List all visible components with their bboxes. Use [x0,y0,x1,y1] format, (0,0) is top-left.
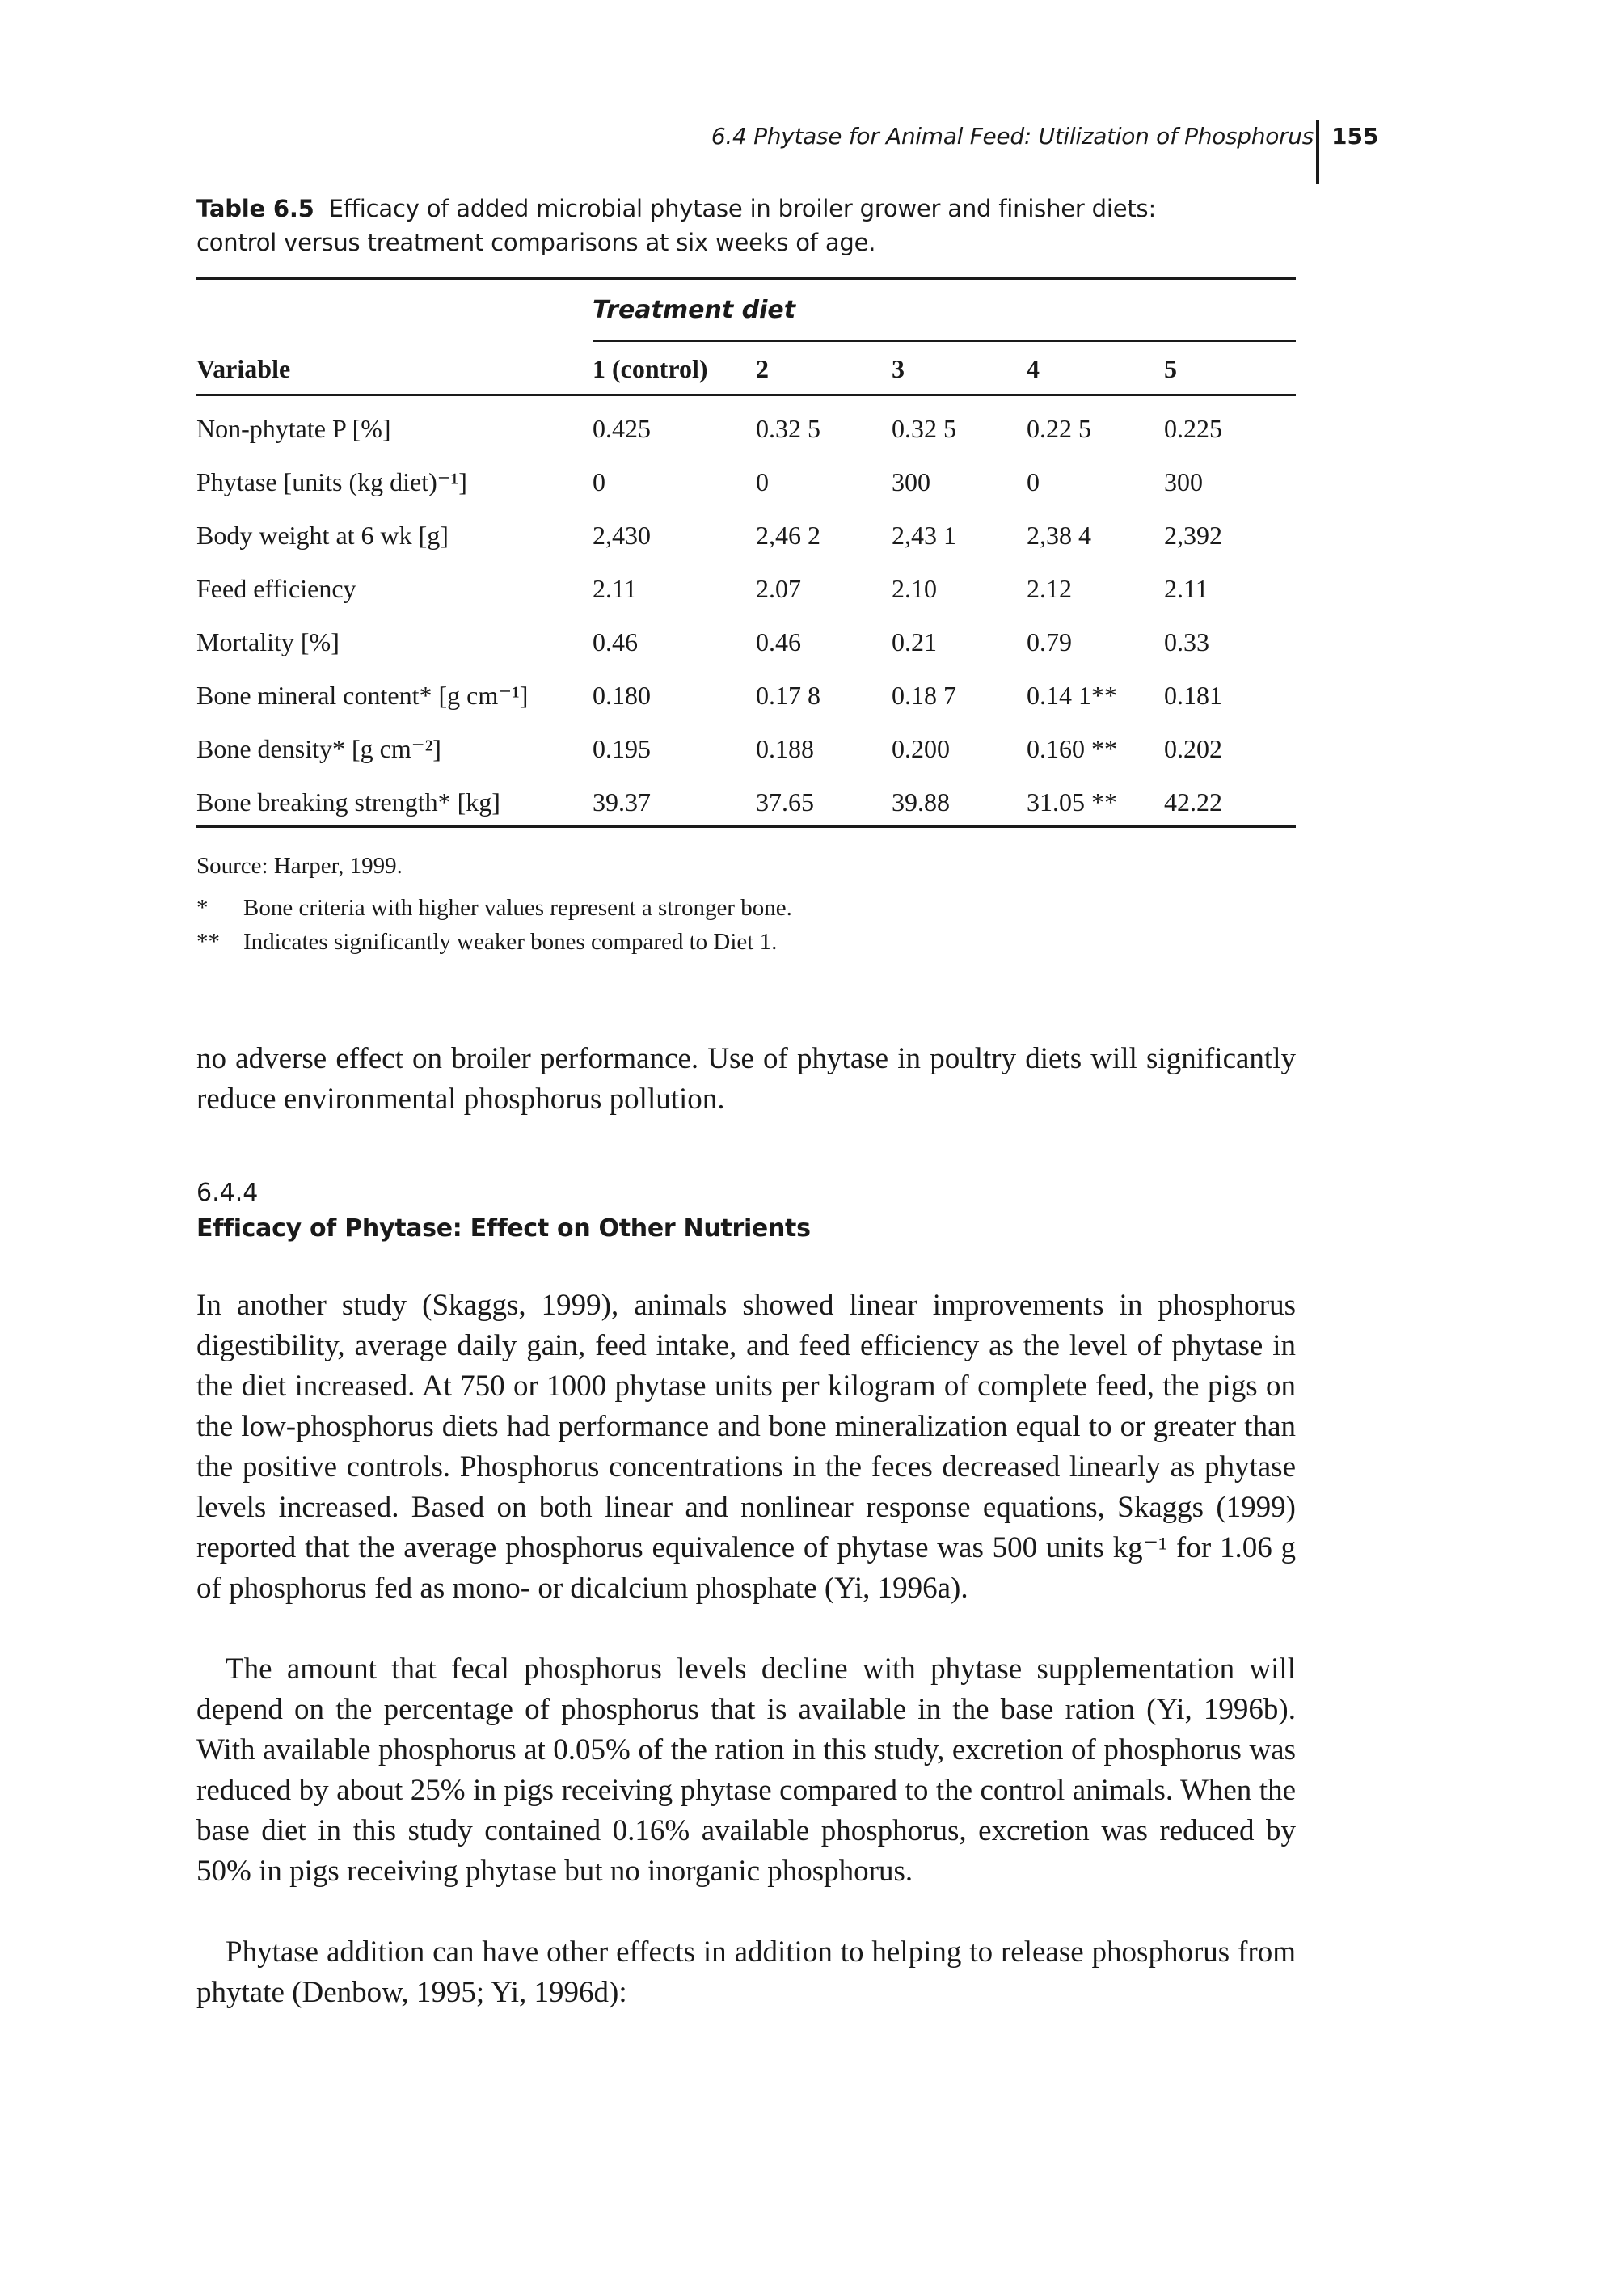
table-row: Mortality [%] 0.46 0.46 0.21 0.79 0.33 [196,615,1296,669]
table-cell: 2.11 [593,573,637,603]
table-cell: 2.10 [892,573,937,603]
row-label: Phytase [units (kg diet)⁻¹] [196,467,467,496]
row-label: Bone mineral content* [g cm⁻¹] [196,681,529,710]
page-number: 155 [1331,123,1379,150]
table-source: Source: Harper, 1999. [196,853,403,879]
table-cell: 0 [756,466,769,496]
table-cell: 39.88 [892,787,950,817]
row-label: Feed efficiency [196,573,356,603]
table-cell: 0.180 [593,680,651,710]
table-cell: 0.425 [593,413,651,443]
footnote: * Bone criteria with higher values repre… [196,891,1296,925]
table-cell: 0.32 5 [756,413,820,443]
header-divider [1316,120,1319,184]
table-row: Feed efficiency 2.11 2.07 2.10 2.12 2.11 [196,562,1296,615]
table-cell: 39.37 [593,787,651,817]
table-cell: 2,43 1 [892,520,956,550]
table-row: Bone breaking strength* [kg] 39.37 37.65… [196,775,1296,829]
table-cell: 0.21 [892,627,937,656]
table-notes: Source: Harper, 1999. * Bone criteria wi… [196,849,1296,959]
column-header-diet-1: 1 (control) [593,353,708,383]
footnote-text: Indicates significantly weaker bones com… [243,929,778,955]
footnote-text: Bone criteria with higher values represe… [243,895,792,921]
table-cell: 2.11 [1164,573,1209,603]
table-group-rule [593,340,1296,342]
footnote-mark: ** [196,929,220,955]
footnote-mark: * [196,895,209,921]
row-label: Bone density* [g cm⁻²] [196,734,441,763]
paragraph: The amount that fecal phosphorus levels … [196,1653,1296,1888]
group-header-treatment-diet: Treatment diet [593,295,796,324]
table-cell: 2,38 4 [1027,520,1091,550]
table-caption: Table 6.5 Efficacy of added microbial phy… [196,192,1328,260]
table-cell: 300 [1164,466,1203,496]
table-cell: 0.46 [756,627,801,656]
column-header-diet-3: 3 [892,353,905,383]
table-cell: 0.18 7 [892,680,956,710]
table-cell: 0.160 ** [1027,733,1117,763]
table-cell: 0.79 [1027,627,1072,656]
group-header-spacer [196,277,593,342]
table-row: Bone density* [g cm⁻²] 0.195 0.188 0.200… [196,722,1296,775]
section-number: 6.4.4 [196,1179,259,1207]
table-row: Body weight at 6 wk [g] 2,430 2,46 2 2,4… [196,509,1296,562]
table-cell: 0.33 [1164,627,1209,656]
table-cell: 0.225 [1164,413,1222,443]
paragraph-continued: no adverse effect on broiler performance… [196,1042,1296,1116]
table-top-rule [196,277,1296,280]
paragraph: Phytase addition can have other effects … [196,1935,1296,2009]
table-cell: 0.14 1** [1027,680,1117,710]
table-cell: 2,392 [1164,520,1222,550]
table-cell: 0.188 [756,733,814,763]
column-header-diet-5: 5 [1164,353,1177,383]
table-cell: 2.12 [1027,573,1072,603]
table-header-rule [196,394,1296,396]
column-header-variable: Variable [196,353,291,383]
table-cell: 0.17 8 [756,680,820,710]
table-cell: 2,46 2 [756,520,820,550]
table-cell: 0.202 [1164,733,1222,763]
running-header-title: 6.4 Phytase for Animal Feed: Utilization… [711,123,1314,150]
table-cell: 37.65 [756,787,814,817]
row-label: Mortality [%] [196,627,340,656]
table-cell: 0.200 [892,733,950,763]
table-row: Non-phytate P [%] 0.425 0.32 5 0.32 5 0.… [196,395,1296,455]
column-header-diet-2: 2 [756,353,769,383]
data-table: Treatment diet Variable 1 (control) 2 3 … [196,277,1296,829]
table-bottom-rule [196,825,1296,828]
table-label: Table 6.5 [196,195,314,222]
table-cell: 0.32 5 [892,413,956,443]
row-label: Bone breaking strength* [kg] [196,787,500,817]
column-header-diet-4: 4 [1027,353,1040,383]
footnote: ** Indicates significantly weaker bones … [196,925,1296,959]
table-cell: 2,430 [593,520,651,550]
table-cell: 300 [892,466,930,496]
table-cell: 0 [1027,466,1040,496]
table-cell: 2.07 [756,573,801,603]
table-cell: 31.05 ** [1027,787,1117,817]
table-cell: 0.181 [1164,680,1222,710]
table-cell: 42.22 [1164,787,1222,817]
table-row: Bone mineral content* [g cm⁻¹] 0.180 0.1… [196,669,1296,722]
row-label: Body weight at 6 wk [g] [196,520,449,550]
section-title: Efficacy of Phytase: Effect on Other Nut… [196,1214,811,1243]
table-cell: 0.195 [593,733,651,763]
table-row: Phytase [units (kg diet)⁻¹] 0 0 300 0 30… [196,455,1296,509]
caption-line-1: Efficacy of added microbial phytase in b… [328,195,1157,222]
row-label: Non-phytate P [%] [196,413,391,443]
table-cell: 0 [593,466,605,496]
caption-line-2: control versus treatment comparisons at … [196,229,876,256]
paragraph: In another study (Skaggs, 1999), animals… [196,1289,1296,1605]
table-cell: 0.22 5 [1027,413,1091,443]
table-cell: 0.46 [593,627,638,656]
